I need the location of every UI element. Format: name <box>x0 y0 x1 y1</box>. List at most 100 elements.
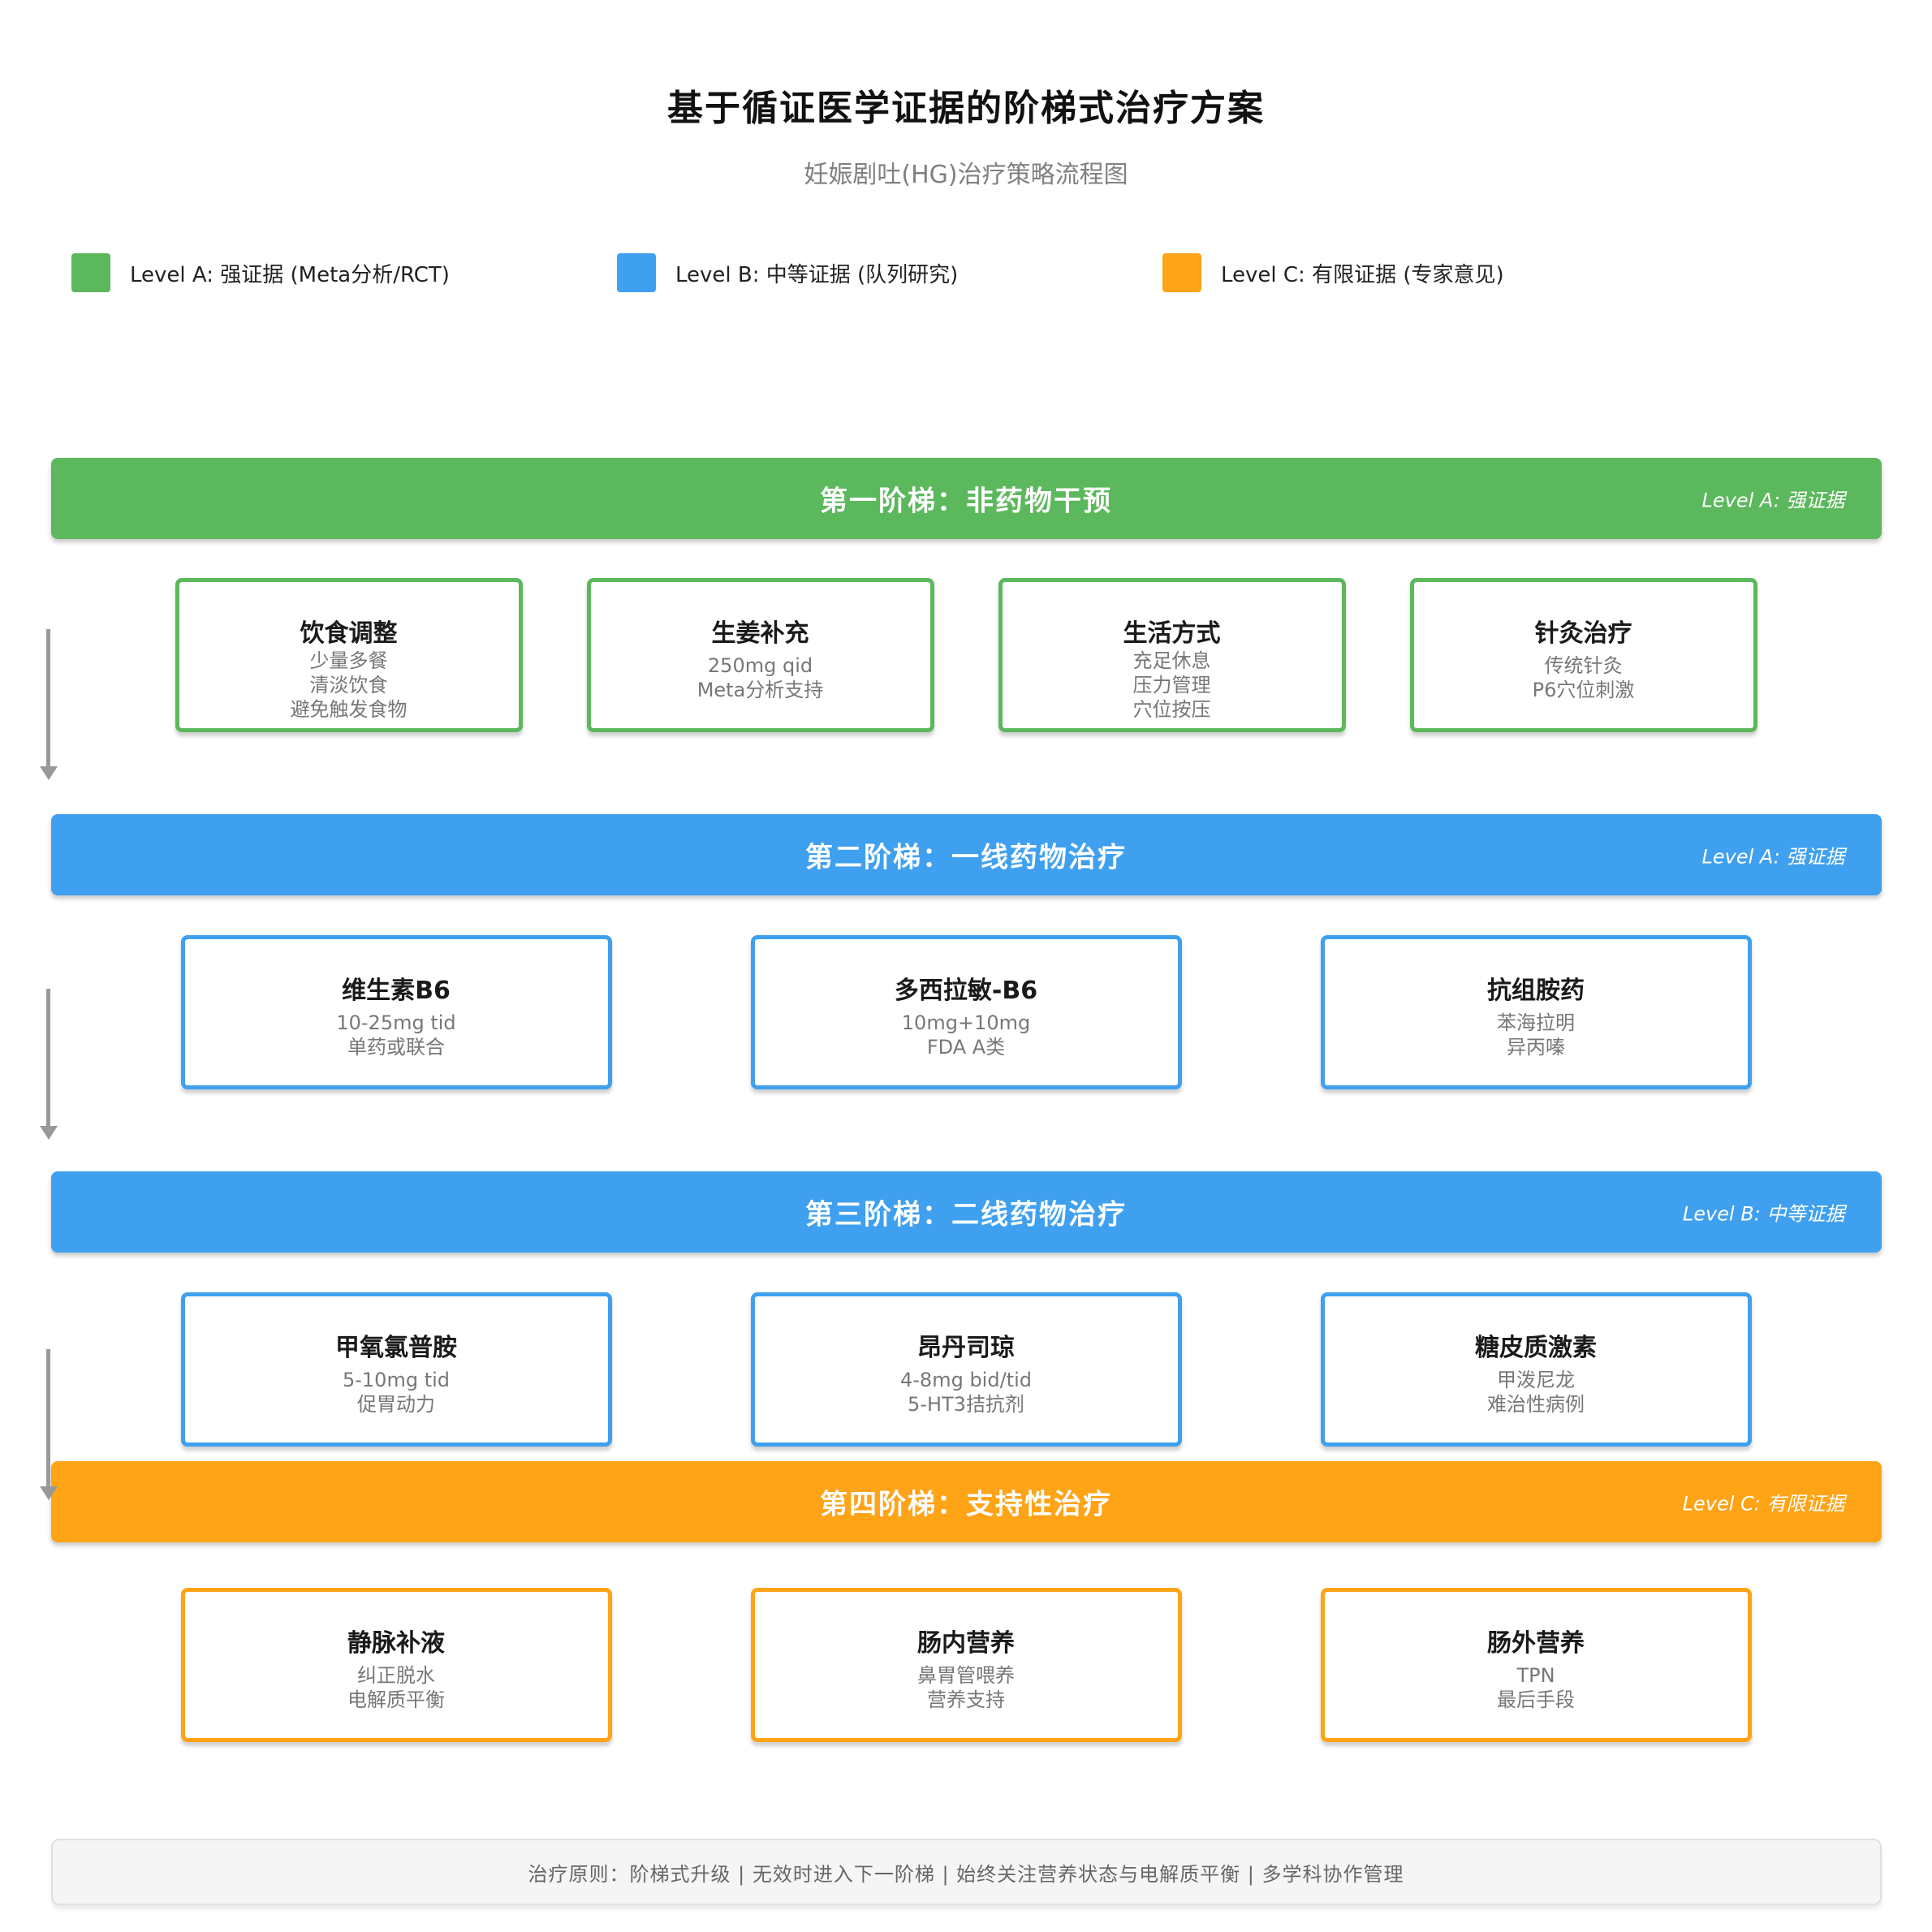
treatment-box-body: 少量多餐清淡饮食避免触发食物 <box>291 649 408 743</box>
treatment-box-line: 最后手段 <box>1497 1688 1575 1711</box>
treatment-box-title: 维生素B6 <box>342 977 451 1005</box>
treatment-box-line: 电解质平衡 <box>347 1688 445 1711</box>
treatment-box-body: 苯海拉明异丙嗪 <box>1497 1006 1575 1085</box>
treatment-box-line: 10mg+10mg <box>901 1011 1031 1034</box>
treatment-box-line: 苯海拉明 <box>1497 1011 1575 1034</box>
tier-evidence-badge: Level A: 强证据 <box>1701 845 1845 869</box>
treatment-box-line: 5-10mg tid <box>342 1369 451 1391</box>
tier-bar-title: 第三阶梯：二线药物治疗 <box>805 1198 1127 1231</box>
treatment-box: 饮食调整少量多餐清淡饮食避免触发食物 <box>175 578 523 732</box>
treatment-box-title: 针灸治疗 <box>1534 619 1632 648</box>
legend-label: Level A: 强证据 (Meta分析/RCT) <box>130 262 450 287</box>
treatment-box-title: 糖皮质激素 <box>1475 1334 1597 1362</box>
tier-bar: 第二阶梯：一线药物治疗 Level A: 强证据 <box>50 814 1882 895</box>
page-subtitle: 妊娠剧吐(HG)治疗策略流程图 <box>804 161 1128 189</box>
treatment-box-line: 鼻胃管喂养 <box>917 1664 1015 1687</box>
legend-swatch-icon <box>71 253 110 292</box>
legend-label: Level C: 有限证据 (专家意见) <box>1221 262 1504 287</box>
treatment-box-title: 昂丹司琼 <box>917 1334 1015 1362</box>
page-title: 基于循证医学证据的阶梯式治疗方案 <box>667 88 1265 129</box>
treatment-box-line: P6穴位刺激 <box>1532 679 1635 701</box>
legend-swatch-icon <box>1162 253 1201 292</box>
treatment-box-line: FDA A类 <box>926 1036 1006 1059</box>
treatment-box-body: 鼻胃管喂养营养支持 <box>917 1658 1015 1738</box>
tier-bar-title: 第一阶梯：非药物干预 <box>820 485 1112 518</box>
treatment-box-line: 避免触发食物 <box>290 698 408 721</box>
treatment-box-line: 压力管理 <box>1132 674 1211 696</box>
treatment-box-title: 肠内营养 <box>917 1629 1015 1658</box>
treatment-box-body: 充足休息压力管理穴位按压 <box>1133 649 1211 743</box>
tier-bar: 第一阶梯：非药物干预 Level A: 强证据 <box>50 458 1882 539</box>
treatment-box-line: 穴位按压 <box>1132 698 1211 721</box>
treatment-box-body: 甲泼尼龙难治性病例 <box>1487 1363 1585 1443</box>
treatment-box-line: 促胃动力 <box>357 1393 435 1416</box>
legend-swatch-icon <box>617 253 656 292</box>
treatment-box: 静脉补液纠正脱水电解质平衡 <box>180 1588 612 1742</box>
legend-item: Level B: 中等证据 (队列研究) <box>617 253 1162 292</box>
treatment-box-title: 甲氧氯普胺 <box>335 1334 457 1362</box>
treatment-box: 抗组胺药苯海拉明异丙嗪 <box>1320 935 1752 1089</box>
treatment-box-title: 生活方式 <box>1123 619 1221 648</box>
treatment-box-line: 异丙嗪 <box>1507 1036 1565 1059</box>
legend: Level A: 强证据 (Meta分析/RCT) Level B: 中等证据 (… <box>71 253 1932 292</box>
footer-text: 治疗原则：阶梯式升级 | 无效时进入下一阶梯 | 始终关注营养状态与电解质平衡 … <box>528 1862 1404 1886</box>
treatment-box-line: 营养支持 <box>927 1688 1005 1711</box>
treatment-box-line: 充足休息 <box>1132 649 1211 672</box>
treatment-box-title: 肠外营养 <box>1487 1629 1585 1658</box>
treatment-box-line: Meta分析支持 <box>696 679 824 701</box>
treatment-box-title: 静脉补液 <box>347 1629 445 1658</box>
tier-bar-title: 第四阶梯：支持性治疗 <box>820 1488 1112 1521</box>
treatment-box-title: 饮食调整 <box>300 619 398 648</box>
tier-bar-title: 第二阶梯：一线药物治疗 <box>805 841 1127 874</box>
treatment-box-title: 生姜补充 <box>711 619 809 648</box>
treatment-box: 肠内营养鼻胃管喂养营养支持 <box>750 1588 1182 1742</box>
tier-section: 第一阶梯：非药物干预 Level A: 强证据饮食调整少量多餐清淡饮食避免触发食物… <box>0 458 1932 732</box>
treatment-box-line: 清淡饮食 <box>309 674 388 696</box>
treatment-box-body: 纠正脱水电解质平衡 <box>347 1658 445 1738</box>
treatment-box-line: 单药或联合 <box>347 1036 445 1059</box>
footer-note: 治疗原则：阶梯式升级 | 无效时进入下一阶梯 | 始终关注营养状态与电解质平衡 … <box>50 1839 1882 1905</box>
treatment-box-line: 5-HT3拮抗剂 <box>908 1393 1024 1416</box>
tier-bar: 第三阶梯：二线药物治疗 Level B: 中等证据 <box>50 1171 1882 1253</box>
treatment-box-line: 250mg qid <box>707 654 813 677</box>
treatment-box-line: 甲泼尼龙 <box>1497 1369 1575 1391</box>
treatment-box-line: 纠正脱水 <box>357 1664 435 1687</box>
treatment-box-title: 抗组胺药 <box>1487 977 1585 1005</box>
tier-evidence-badge: Level B: 中等证据 <box>1682 1202 1845 1226</box>
treatment-box-line: 4-8mg bid/tid <box>900 1369 1032 1391</box>
legend-label: Level B: 中等证据 (队列研究) <box>675 262 959 287</box>
down-arrow-icon <box>46 629 50 767</box>
treatment-box-line: 10-25mg tid <box>336 1011 456 1034</box>
legend-item: Level C: 有限证据 (专家意见) <box>1162 253 1708 292</box>
treatment-box-line: 难治性病例 <box>1487 1393 1585 1416</box>
down-arrow-icon <box>46 989 50 1127</box>
treatment-box-line: TPN <box>1516 1664 1555 1687</box>
tier-evidence-badge: Level A: 强证据 <box>1701 489 1845 512</box>
treatment-box-line: 少量多餐 <box>309 649 388 672</box>
treatment-box: 生活方式充足休息压力管理穴位按压 <box>998 578 1346 732</box>
treatment-box: 糖皮质激素甲泼尼龙难治性病例 <box>1320 1292 1752 1447</box>
down-arrow-icon <box>46 1349 50 1487</box>
